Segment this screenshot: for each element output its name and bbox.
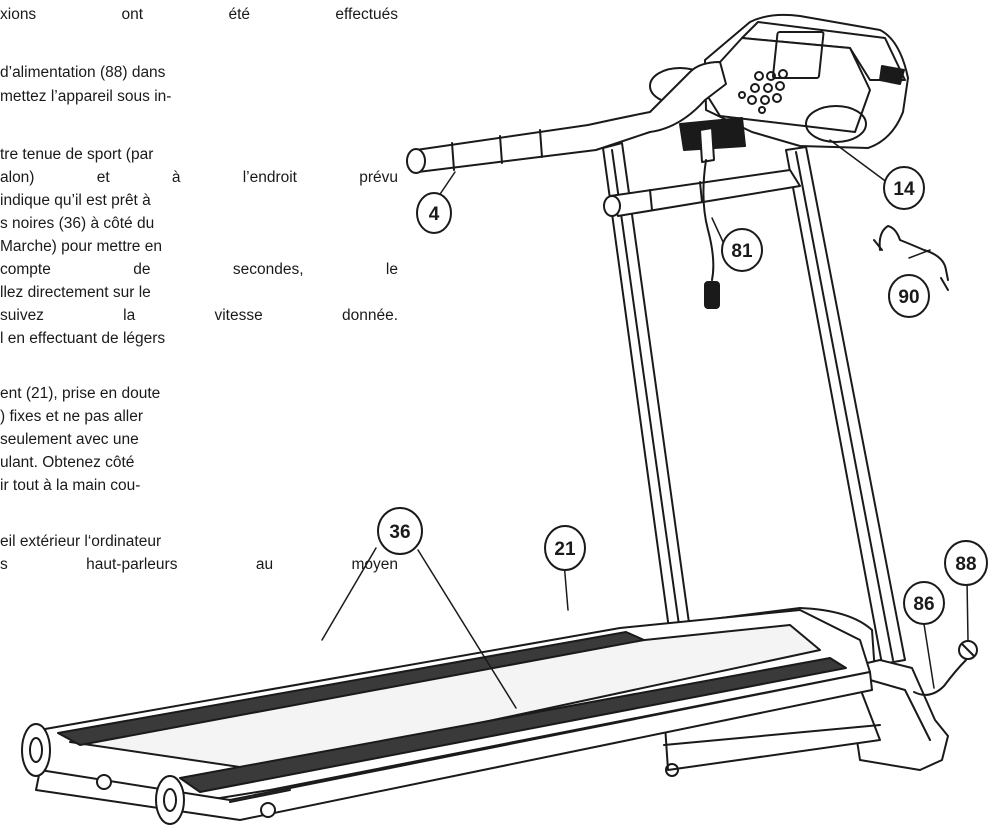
text-line: suivez la vitesse donnée. bbox=[0, 307, 398, 324]
text-line: indique qu’il est prêt à bbox=[0, 192, 151, 209]
text-line: s noires (36) à côté du bbox=[0, 215, 155, 232]
text-line: ent (21), prise en doute bbox=[0, 385, 161, 402]
callout-90-label: 90 bbox=[898, 287, 919, 308]
side-rail-left bbox=[57, 631, 645, 746]
callout-90: 90 bbox=[888, 274, 930, 318]
left-upright bbox=[602, 142, 691, 637]
right-upright bbox=[785, 146, 906, 665]
text-line: xions ont été effectués bbox=[0, 6, 398, 23]
callout-36-label: 36 bbox=[389, 522, 410, 543]
callout-21: 21 bbox=[544, 525, 586, 571]
callout-86: 86 bbox=[903, 581, 945, 625]
text-line: d’alimentation (88) dans bbox=[0, 64, 166, 81]
text-line: s haut-parleurs au moyen bbox=[0, 556, 398, 573]
power-cord bbox=[913, 640, 978, 696]
console-buttons bbox=[738, 69, 788, 114]
lower-handrail bbox=[603, 169, 801, 217]
text-line: ) fixes et ne pas aller bbox=[0, 408, 144, 425]
callout-21-label: 21 bbox=[554, 539, 576, 560]
safety-key-cord bbox=[702, 159, 720, 309]
upper-handlebar bbox=[406, 61, 727, 174]
callout-4-label: 4 bbox=[429, 204, 440, 225]
text-line: eil extérieur l‘ordinateur bbox=[0, 533, 162, 550]
console bbox=[649, 13, 909, 149]
wheels bbox=[96, 774, 291, 818]
text-line: mettez l’appareil sous in- bbox=[0, 88, 172, 105]
text-line: llez directement sur le bbox=[0, 284, 151, 301]
text-line: alon) et à l’endroit prévu bbox=[0, 169, 398, 186]
leader-lines bbox=[321, 139, 969, 709]
audio-cable bbox=[873, 225, 949, 291]
text-line: seulement avec une bbox=[0, 431, 139, 448]
callout-4: 4 bbox=[416, 192, 452, 234]
callout-86-label: 86 bbox=[913, 594, 934, 615]
text-line: ir tout à la main cou- bbox=[0, 477, 141, 494]
text-line: compte de secondes, le bbox=[0, 261, 398, 278]
callout-14: 14 bbox=[883, 166, 925, 210]
text-line: l en effectuant de légers bbox=[0, 330, 166, 347]
text-line: tre tenue de sport (par bbox=[0, 146, 154, 163]
front-roller bbox=[21, 723, 51, 777]
callout-36: 36 bbox=[377, 507, 423, 555]
rear-roller bbox=[155, 775, 185, 825]
text-line: ulant. Obtenez côté bbox=[0, 454, 135, 471]
pulse-sensors bbox=[679, 117, 746, 163]
callout-88: 88 bbox=[944, 540, 988, 586]
text-line: Marche) pour mettre en bbox=[0, 238, 162, 255]
callout-81-label: 81 bbox=[731, 241, 753, 262]
callout-88-label: 88 bbox=[955, 554, 976, 575]
callout-81: 81 bbox=[721, 228, 763, 272]
callout-14-label: 14 bbox=[893, 179, 915, 200]
side-rail-right bbox=[179, 657, 847, 793]
